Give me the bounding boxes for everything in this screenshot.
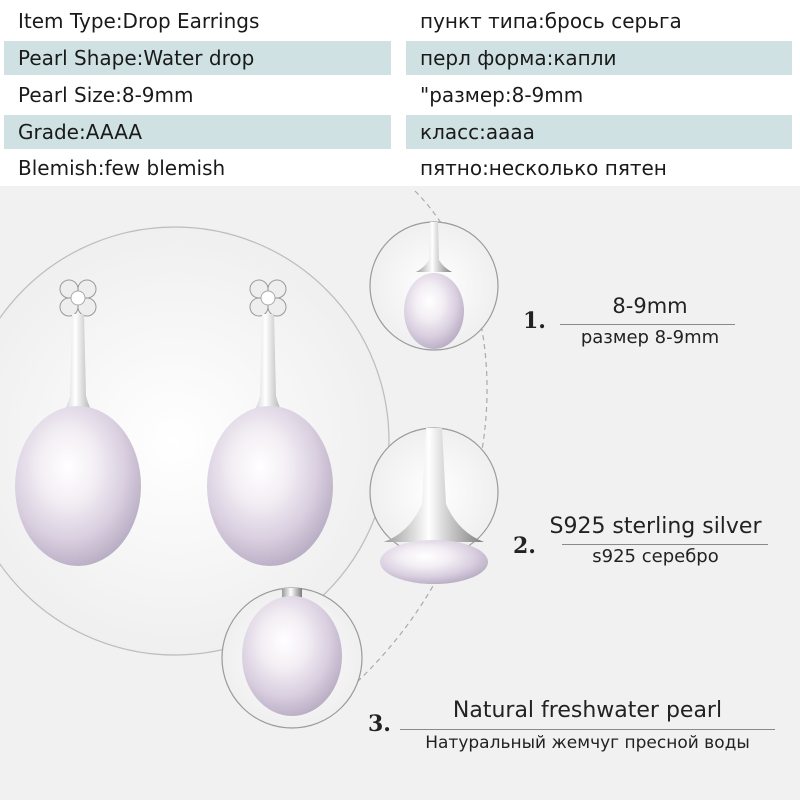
spec-ru-pearl-shape: перл форма:капли: [406, 41, 792, 75]
detail-circle-pearl: [221, 587, 363, 729]
right-pearl: [207, 406, 333, 566]
callout-3-number: 3.: [368, 711, 391, 737]
spec-en-grade: Grade:AAAA: [4, 115, 391, 149]
spec-row-blemish: Blemish:few blemish пятно:несколько пяте…: [0, 151, 800, 185]
left-earring: [15, 279, 141, 566]
spec-en-pearl-shape: Pearl Shape:Water drop: [4, 41, 391, 75]
callout-1-number: 1.: [523, 308, 546, 334]
right-earring: [207, 279, 333, 566]
spec-row-grade: Grade:AAAA класс:аааа: [0, 115, 800, 149]
callout-3-rule: [400, 729, 775, 730]
callout-2-rule: [562, 544, 768, 545]
spec-en-pearl-size: Pearl Size:8-9mm: [18, 83, 194, 107]
spec-row-pearl-size: Pearl Size:8-9mm "размер:8-9mm: [0, 78, 800, 112]
callout-2-subtitle: s925 серебро: [592, 546, 719, 567]
callout-3-subtitle: Натуральный жемчуг пресной воды: [425, 733, 750, 753]
left-stud-flower: [59, 279, 97, 317]
spec-ru-item-type: пункт типа:брось серьга: [420, 9, 682, 33]
right-stud-flower: [249, 279, 287, 317]
callout-1-rule: [560, 324, 735, 325]
callout-1-subtitle: размер 8-9mm: [580, 327, 720, 348]
spec-row-pearl-shape: Pearl Shape:Water drop перл форма:капли: [0, 41, 800, 75]
callout-2-number: 2.: [513, 533, 536, 559]
spec-ru-grade: класс:аааа: [406, 115, 792, 149]
spec-table: Item Type:Drop Earrings пункт типа:брось…: [0, 0, 800, 186]
left-pearl: [15, 406, 141, 566]
spec-ru-blemish: пятно:несколько пятен: [420, 156, 667, 180]
earrings-illustration: [0, 190, 499, 729]
callout-2-title: S925 sterling silver: [549, 514, 762, 539]
detail-circle-size: [369, 221, 499, 351]
product-photo-area: 1. 8-9mm размер 8-9mm 2. S925 sterling s…: [0, 186, 800, 800]
spec-row-item-type: Item Type:Drop Earrings пункт типа:брось…: [0, 4, 800, 38]
spec-en-item-type: Item Type:Drop Earrings: [18, 9, 260, 33]
detail-circle-silver: [369, 427, 499, 584]
spec-ru-pearl-size: "размер:8-9mm: [420, 83, 584, 107]
callout-3-title: Natural freshwater pearl: [452, 698, 723, 723]
spec-en-blemish: Blemish:few blemish: [18, 156, 226, 180]
callout-1-title: 8-9mm: [612, 294, 688, 318]
